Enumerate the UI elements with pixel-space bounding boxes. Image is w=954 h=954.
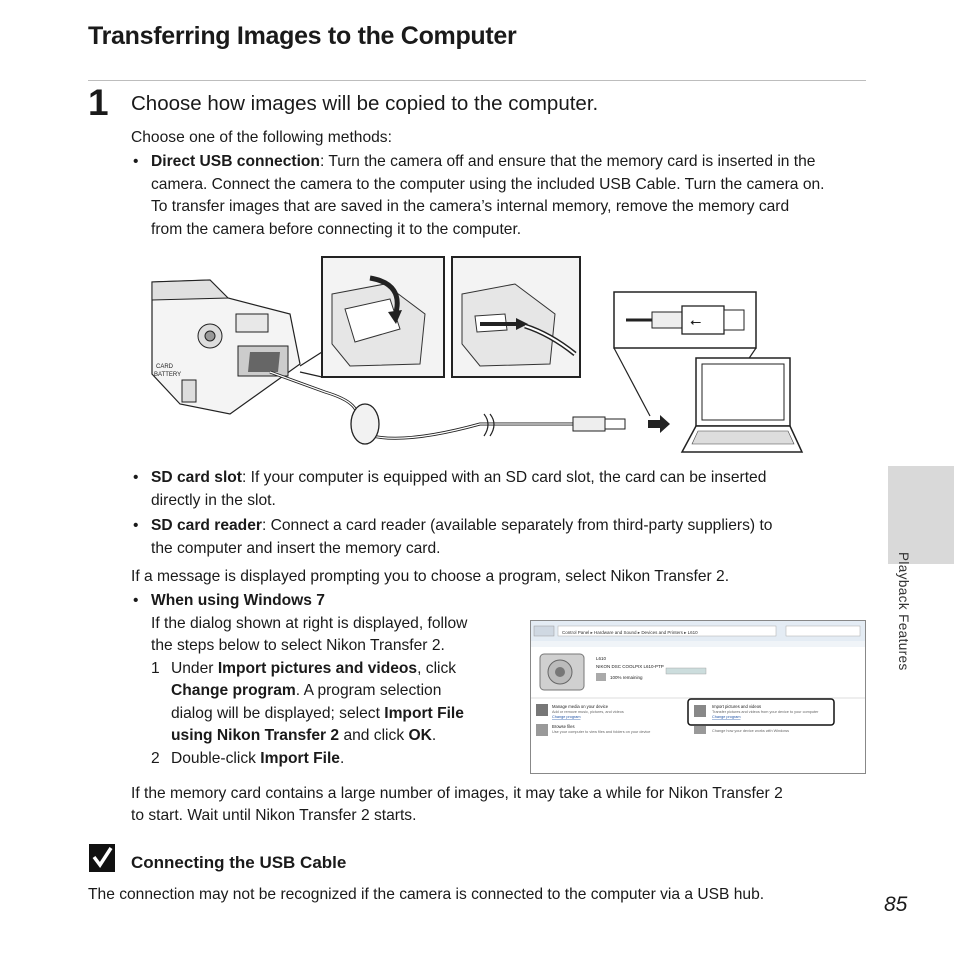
bullet-text: : If your computer is equipped with an S… [242, 469, 767, 486]
camera-battery-label: BATTERY [154, 372, 181, 378]
bullet-text: the steps below to select Nikon Transfer… [151, 637, 445, 654]
dialog-browse-desc: Use your computer to view files and fold… [552, 730, 650, 734]
bullet-text: camera. Connect the camera to the comput… [151, 175, 825, 193]
dialog-change-desc: Change how your device works with Window… [712, 729, 789, 733]
bullet-dot: • [133, 592, 139, 609]
large-card-message-2: to start. Wait until Nikon Transfer 2 st… [131, 807, 417, 824]
dialog-breadcrumb: Control Panel ▸ Hardware and Sound ▸ Dev… [562, 630, 698, 635]
note-check-icon [89, 844, 115, 872]
side-tab [888, 466, 954, 564]
windows7-dialog-screenshot: Control Panel ▸ Hardware and Sound ▸ Dev… [530, 620, 866, 774]
dialog-remaining: 100% remaining [610, 675, 643, 680]
camera-icon: CARD BATTERY [151, 279, 301, 415]
bullet-dot: • [133, 153, 139, 170]
dialog-device-name: L610 [596, 656, 607, 661]
dialog-import-highlight [687, 698, 835, 726]
step-number: 1 [88, 82, 109, 123]
usb-symbol-icon: ⭠ [690, 313, 701, 329]
dialog-manage-link[interactable]: Change program [552, 715, 581, 719]
dialog-manage-title: Manage media on your device [552, 704, 609, 709]
bullet-dot: • [133, 517, 139, 534]
step-heading: Choose how images will be copied to the … [131, 92, 599, 115]
laptop-icon [680, 357, 804, 453]
bullet-dot: • [133, 469, 139, 486]
bullet-text: from the camera before connecting it to … [151, 220, 522, 238]
title-divider [88, 80, 866, 81]
substep-number: 1 [151, 659, 160, 677]
substep-2: 2 Double-click Import File. [151, 748, 523, 771]
bullet-direct-usb-title: Direct USB connection [151, 153, 320, 170]
bullet-windows7: • When using Windows 7 If the dialog sho… [133, 590, 523, 771]
dialog-import-title: Import pictures and videos [712, 704, 761, 709]
bullet-sd-reader-title: SD card reader [151, 517, 262, 534]
bullet-direct-usb: • Direct USB connection: Turn the camera… [133, 151, 891, 241]
bullet-windows7-title: When using Windows 7 [151, 592, 325, 609]
page-number: 85 [884, 893, 908, 916]
step-intro: Choose one of the following methods: [131, 129, 392, 146]
note-body: The connection may not be recognized if … [88, 886, 765, 903]
bullet-text: : Connect a card reader (available separ… [261, 517, 773, 534]
bullet-sd-slot-title: SD card slot [151, 469, 242, 486]
bullet-text: the computer and insert the memory card. [151, 539, 441, 557]
program-message: If a message is displayed prompting you … [131, 568, 730, 585]
page-title: Transferring Images to the Computer [88, 22, 517, 50]
note-title: Connecting the USB Cable [131, 853, 347, 872]
dialog-browse-title: Browse files [552, 724, 575, 729]
bullet-text: If the dialog shown at right is displaye… [151, 614, 468, 632]
large-card-message-1: If the memory card contains a large numb… [131, 785, 783, 802]
bullet-text: : Turn the camera off and ensure that th… [319, 153, 816, 170]
dialog-device-model: NIKON DSC COOLPIX L610-PTP [596, 664, 664, 669]
dialog-manage-desc: Add or remove music, pictures, and video… [552, 710, 624, 714]
bullet-sd-reader: • SD card reader: Connect a card reader … [133, 515, 891, 560]
bullet-text: directly in the slot. [151, 491, 276, 509]
side-section-label: Playback Features [896, 552, 911, 671]
dialog-import-link[interactable]: Change program [712, 715, 741, 719]
arrow-right-icon [648, 415, 670, 433]
dialog-import-desc: Transfer pictures and videos from your d… [712, 710, 819, 714]
camera-card-label: CARD [156, 364, 174, 370]
usb-connection-illustration: CARD BATTERY ⭠ [151, 256, 804, 453]
bullet-text: To transfer images that are saved in the… [151, 198, 790, 215]
substep-1: 1 Under Import pictures and videos, clic… [151, 659, 464, 745]
bullet-sd-slot: • SD card slot: If your computer is equi… [133, 467, 891, 512]
substep-number: 2 [151, 749, 160, 767]
